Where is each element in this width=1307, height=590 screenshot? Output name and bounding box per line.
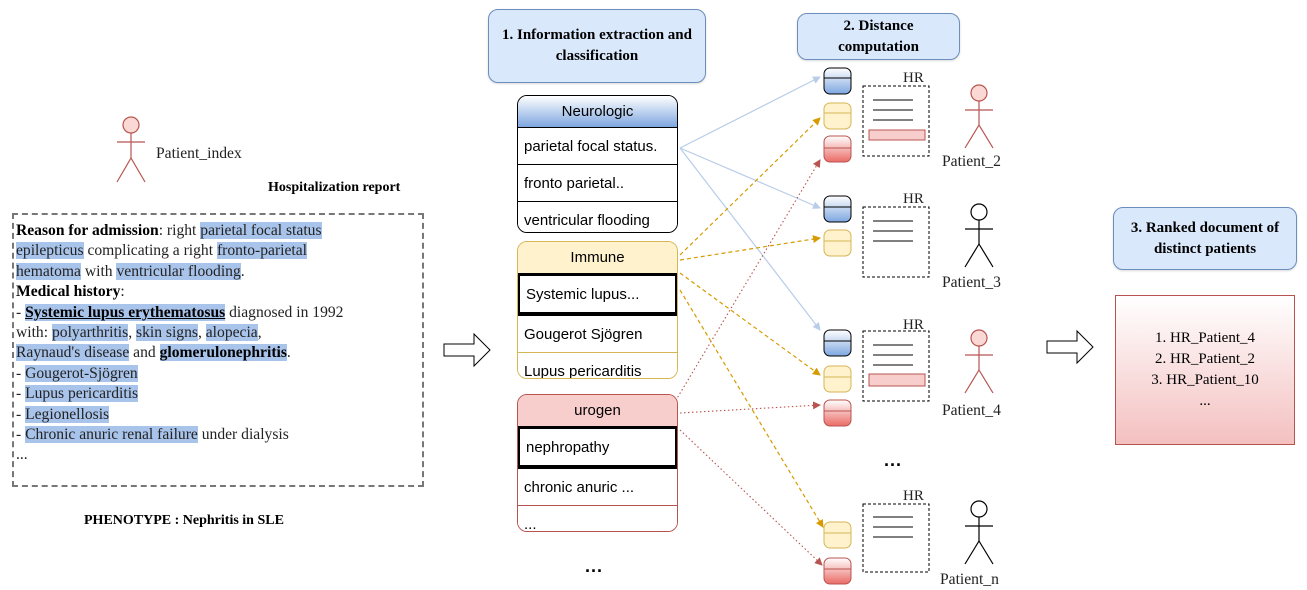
report-text: :: [120, 283, 125, 301]
patient-3-actor: [964, 203, 994, 268]
hr-label: HR: [903, 488, 924, 504]
hr-document-patient-n: [862, 503, 930, 573]
category-item: Lupus pericarditis: [518, 352, 677, 378]
category-urogen: urogen nephropathy chronic anuric ... ..…: [517, 394, 678, 532]
patient-index-label: Patient_index: [156, 145, 242, 162]
category-item-selected: nephropathy: [518, 426, 677, 468]
report-text: -: [16, 364, 26, 382]
report-text: ,: [197, 324, 206, 342]
history-label: Medical history: [16, 283, 121, 301]
ranked-item: ...: [1199, 393, 1211, 409]
neurologic-arrows: [679, 76, 821, 331]
category-header: Immune: [518, 242, 677, 273]
patient-index-actor: [116, 116, 146, 183]
report-text: .: [240, 262, 245, 280]
entity-highlight: parietal focal status: [200, 222, 322, 239]
patient-3-category-icons: [823, 195, 852, 257]
entity-highlight: fronto-parietal: [216, 242, 308, 260]
category-item: fronto parietal..: [518, 164, 677, 201]
category-item: chronic anuric ...: [518, 468, 677, 505]
category-item: ventricular flooding: [518, 201, 677, 232]
category-item: parietal focal status.: [518, 127, 677, 164]
entity-highlight: polyarthritis: [51, 324, 129, 342]
entity-highlight: Lupus pericarditis: [25, 385, 139, 403]
category-item-selected: Systemic lupus...: [518, 273, 677, 315]
step-3-label: 3. Ranked document of distinct patients: [1130, 219, 1280, 257]
hr-label: HR: [903, 317, 924, 333]
entity-highlight: ventricular flooding: [116, 262, 241, 280]
patient-2-label: Patient_2: [942, 153, 1001, 170]
entity-highlight-key: Systemic lupus erythematosus: [25, 303, 226, 321]
report-text: -: [16, 405, 26, 423]
ranked-item: 2. HR_Patient_2: [1155, 351, 1255, 367]
reason-label: Reason for admission: [16, 222, 159, 239]
report-text: with: [80, 262, 117, 280]
report-text: under dialysis: [197, 426, 289, 444]
report-text: -: [16, 426, 26, 444]
step-2-label: 2. Distance computation: [838, 17, 919, 55]
ranked-item: 1. HR_Patient_4: [1155, 330, 1255, 346]
report-text: with:: [16, 324, 52, 342]
report-text: complicating a right: [83, 242, 217, 260]
report-title: Hospitalization report: [268, 180, 401, 195]
flow-arrow-2: [1046, 329, 1094, 365]
patient-4-actor: [964, 329, 994, 394]
patient-n-label: Patient_n: [940, 571, 999, 588]
more-categories: ...: [585, 556, 604, 576]
entity-highlight: alopecia: [205, 324, 258, 342]
more-patients: ...: [884, 450, 903, 470]
hr-document-patient-2: [862, 85, 930, 157]
category-neurologic: Neurologic parietal focal status. fronto…: [517, 95, 678, 233]
step-2-distance: 2. Distance computation: [797, 13, 960, 60]
step-3-ranked: 3. Ranked document of distinct patients: [1113, 207, 1297, 270]
entity-highlight: Legionellosis: [25, 405, 110, 423]
category-item: Gougerot Sjögren: [518, 315, 677, 352]
hr-label: HR: [903, 70, 924, 86]
hr-document-patient-4: [862, 330, 930, 402]
hr-label: HR: [903, 191, 924, 207]
hospitalization-report: Reason for admission: right parietal foc…: [12, 213, 424, 487]
report-text: ,: [128, 324, 136, 342]
entity-highlight: Gougerot-Sjögren: [25, 364, 138, 382]
step-1-label: 1. Information extraction and classifica…: [502, 27, 692, 64]
report-text: and: [129, 344, 160, 362]
category-immune: Immune Systemic lupus... Gougerot Sjögre…: [517, 241, 678, 379]
patient-4-label: Patient_4: [942, 402, 1001, 419]
report-text: -: [16, 303, 26, 321]
report-text: ...: [16, 446, 28, 464]
report-text: diagnosed in 1992: [225, 303, 344, 321]
entity-highlight: skin signs: [136, 324, 198, 342]
step-1-extraction: 1. Information extraction and classifica…: [488, 9, 706, 83]
patient-3-label: Patient_3: [942, 274, 1001, 291]
patient-4-category-icons: [823, 329, 852, 427]
report-text: .: [286, 344, 291, 362]
ranked-documents-box: 1. HR_Patient_4 2. HR_Patient_2 3. HR_Pa…: [1115, 295, 1295, 445]
category-item: ...: [518, 505, 677, 531]
entity-highlight-key: glomerulonephritis: [159, 344, 287, 362]
report-text: ,: [257, 324, 262, 342]
flow-arrow-1: [443, 332, 491, 368]
ranked-item: 3. HR_Patient_10: [1151, 372, 1259, 388]
category-header: Neurologic: [518, 96, 677, 127]
patient-n-actor: [964, 500, 994, 565]
patient-2-actor: [964, 84, 994, 149]
report-text: -: [16, 385, 26, 403]
patient-2-category-icons: [823, 67, 852, 163]
urogen-arrows: [654, 159, 823, 566]
entity-highlight: epilepticus: [16, 242, 84, 260]
entity-highlight: hematoma: [16, 262, 81, 280]
report-text: : right: [158, 222, 201, 239]
patient-n-category-icons: [823, 521, 852, 585]
immune-arrows: [679, 117, 824, 528]
phenotype-label: PHENOTYPE : Nephritis in SLE: [84, 513, 284, 528]
category-header: urogen: [518, 395, 677, 426]
hr-document-patient-3: [862, 206, 930, 278]
entity-highlight: Raynaud's disease: [16, 344, 130, 362]
entity-highlight: Chronic anuric renal failure: [25, 426, 198, 444]
